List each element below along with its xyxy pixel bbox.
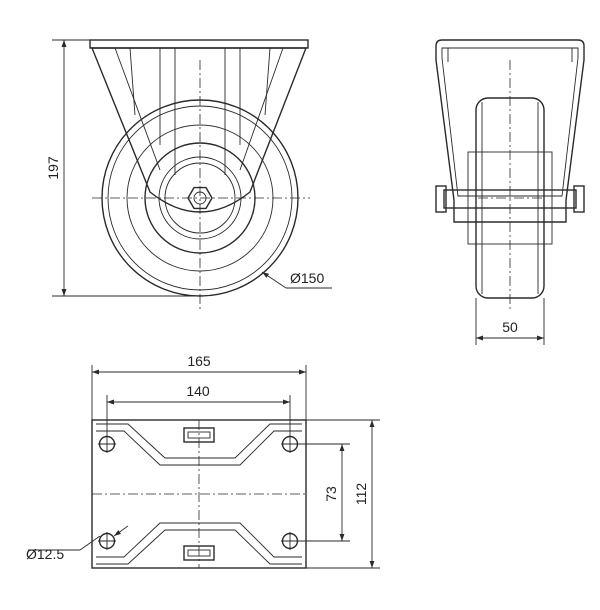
plate-width-label: 165 [187, 353, 211, 369]
dimension-wheel-diameter: Ø150 [261, 270, 332, 289]
wheel-width-label: 50 [502, 319, 518, 335]
dimension-plate-length: 112 [306, 419, 380, 569]
wheel-diameter-label: Ø150 [290, 270, 324, 286]
front-view: 197 Ø150 [45, 39, 332, 310]
hole-spacing-x-label: 140 [186, 383, 210, 399]
hole-diameter-label: Ø12.5 [26, 546, 64, 562]
hole-spacing-y-label: 73 [323, 486, 339, 502]
top-view: 165 140 73 112 Ø12.5 [26, 353, 380, 569]
dimension-overall-height: 197 [45, 39, 200, 297]
dimension-hole-diameter: Ø12.5 [26, 525, 129, 562]
fork-bracket [89, 39, 309, 213]
dimension-plate-width: 165 [91, 353, 307, 420]
dimension-hole-spacing-x: 140 [106, 383, 291, 436]
plate-length-label: 112 [353, 483, 369, 506]
dimension-hole-spacing-y: 73 [298, 443, 350, 542]
overall-height-label: 197 [45, 156, 61, 180]
dimension-wheel-width: 50 [475, 298, 545, 345]
mounting-holes [98, 435, 299, 550]
side-view: 50 [435, 39, 585, 345]
